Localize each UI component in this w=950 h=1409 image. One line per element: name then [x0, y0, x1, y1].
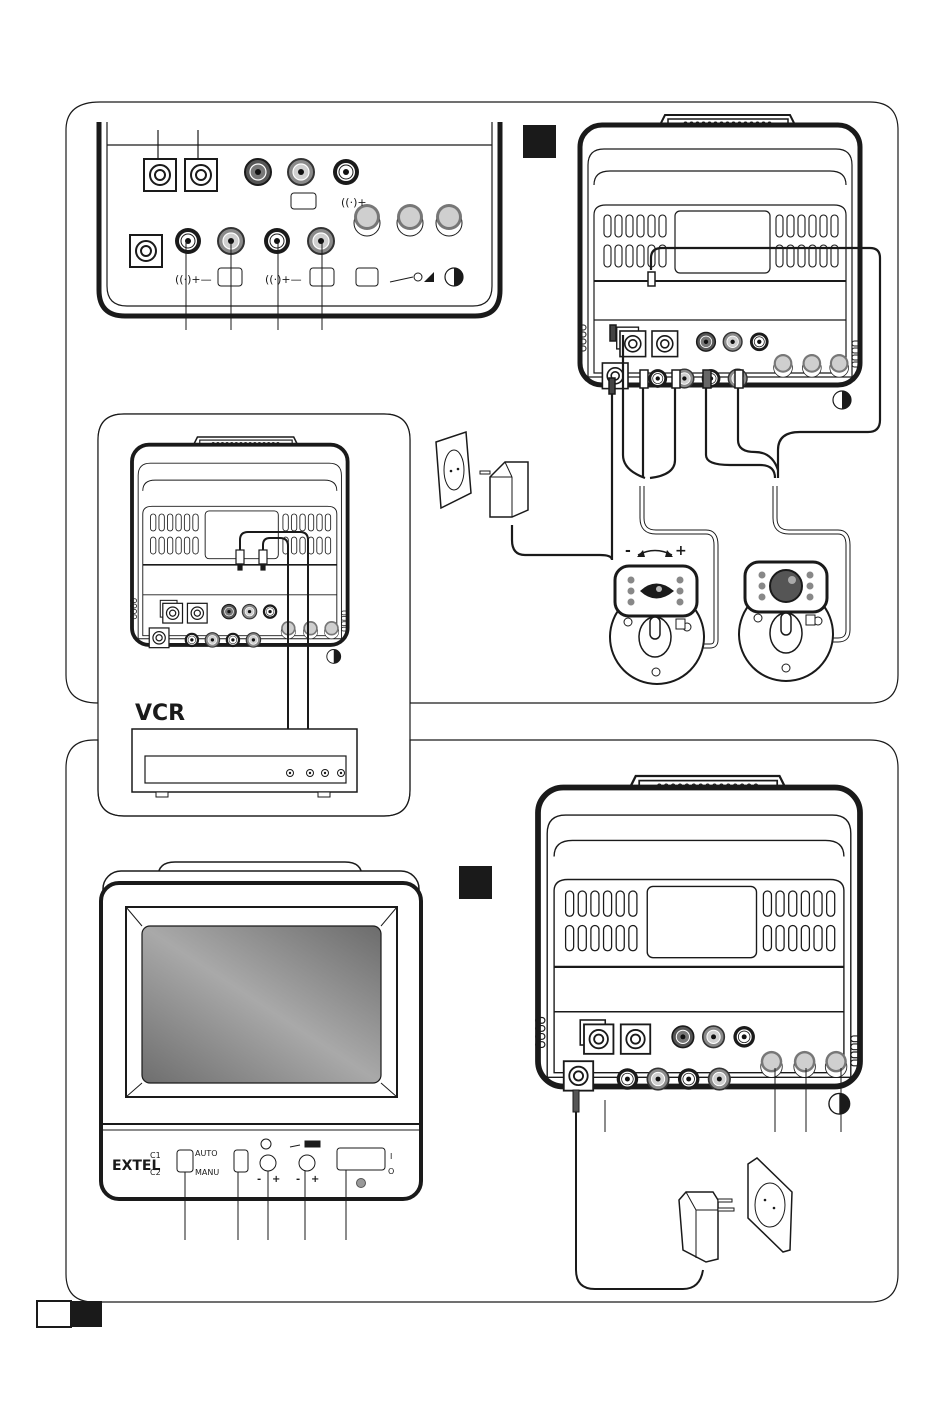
power-button[interactable]: [337, 1148, 385, 1170]
timer-plus: +: [272, 1174, 280, 1185]
channel-c2-label: C2: [150, 1168, 161, 1177]
power-on-label: I: [390, 1152, 392, 1161]
volume-knob[interactable]: [299, 1155, 315, 1171]
power-off-label: O: [388, 1167, 394, 1176]
power-adapter: [679, 1192, 734, 1262]
figure-marker: [523, 125, 556, 158]
mode-switch[interactable]: [234, 1150, 248, 1172]
fixed-camera: [739, 562, 833, 681]
volume-minus: -: [296, 1174, 300, 1185]
mode-auto-label: AUTO: [195, 1149, 218, 1158]
power-adapter: [480, 462, 528, 517]
pan-camera: - +: [610, 543, 704, 684]
svg-text:((·)+: ((·)+: [341, 196, 367, 209]
power-led: [357, 1179, 366, 1188]
volume-plus: +: [311, 1174, 319, 1185]
figure-marker: [459, 866, 492, 899]
wall-socket: [748, 1158, 792, 1252]
vcr-label: VCR: [135, 701, 185, 726]
rotate-minus-label: -: [625, 543, 631, 559]
svg-text:((·)+—: ((·)+—: [175, 273, 212, 286]
mode-manu-label: MANU: [195, 1168, 219, 1177]
vcr-device: [132, 729, 357, 797]
wall-socket: [436, 432, 471, 508]
rotate-plus-label: +: [675, 543, 687, 559]
monitor-screen: [142, 926, 381, 1083]
connector-panel-detail: ((·)+ ((·)+— ((·)+—: [99, 122, 500, 330]
svg-text:((·)+—: ((·)+—: [265, 273, 302, 286]
timer-minus: -: [257, 1174, 261, 1185]
page-marker: [37, 1301, 102, 1327]
channel-switch[interactable]: [177, 1150, 193, 1172]
front-monitor: EXTEL C1 C2 AUTO MANU - + - + I O: [101, 862, 421, 1240]
channel-c1-label: C1: [150, 1151, 161, 1160]
lens-icon: [770, 570, 802, 602]
timer-knob[interactable]: [260, 1155, 276, 1171]
